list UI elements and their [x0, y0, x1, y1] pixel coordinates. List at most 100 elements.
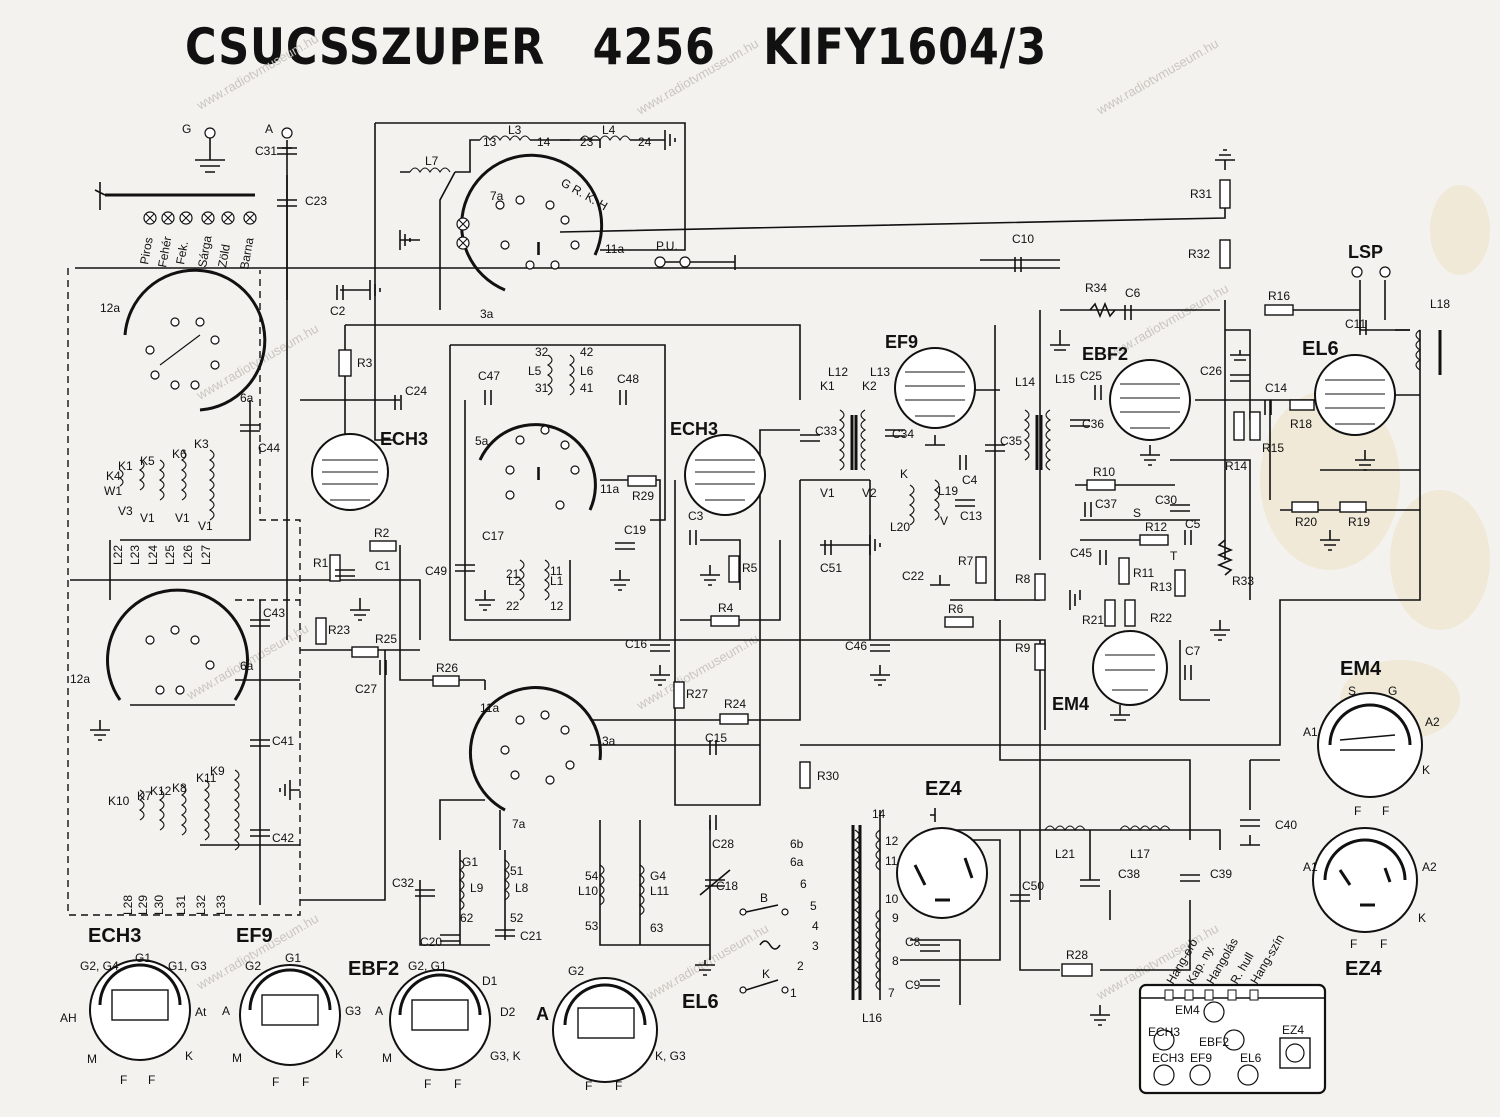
wave-switch-upper-left[interactable]: 12a 6a [100, 268, 267, 412]
switch-b-label: B [760, 891, 768, 905]
tube-ech3-1: ECH3 [311, 429, 428, 511]
svg-text:24: 24 [638, 135, 652, 149]
wave-switch-top-center[interactable]: I G R. K. H 7a 3a 11a [456, 153, 624, 321]
svg-text:L22: L22 [111, 545, 125, 565]
coil-bank-lower: K10 K7 K12 K8 K11 K9 L28 L29 L30 L31 L32… [108, 764, 240, 915]
svg-text:R9: R9 [1015, 641, 1031, 655]
svg-text:12a: 12a [70, 672, 90, 686]
svg-text:C45: C45 [1070, 546, 1092, 560]
tube-label: EL6 [1302, 338, 1339, 360]
svg-text:L5: L5 [528, 364, 542, 378]
band-label: Zöld [215, 243, 233, 268]
svg-text:5a: 5a [475, 434, 489, 448]
svg-text:C13: C13 [960, 509, 982, 523]
svg-text:F: F [120, 1073, 127, 1087]
svg-text:EF9: EF9 [1190, 1051, 1212, 1065]
wave-switch-lower-left[interactable]: 12a 6a [70, 588, 254, 701]
svg-text:C22: C22 [902, 569, 924, 583]
svg-text:11a: 11a [480, 701, 499, 715]
tube-label: ECH3 [380, 429, 428, 449]
svg-text:L14: L14 [1015, 375, 1035, 389]
band-label: Fehér [155, 235, 174, 268]
svg-text:R14: R14 [1225, 459, 1247, 473]
svg-text:L15: L15 [1055, 372, 1075, 386]
svg-text:ECH3: ECH3 [1152, 1051, 1184, 1065]
svg-text:L3: L3 [508, 123, 522, 137]
title-code: KIFY1604/3 [763, 18, 1048, 76]
svg-text:11: 11 [885, 854, 898, 868]
svg-text:1: 1 [790, 986, 797, 1000]
tube-label: ECH3 [670, 419, 718, 439]
svg-text:K1: K1 [820, 379, 835, 393]
svg-text:51: 51 [510, 864, 524, 878]
svg-text:11a: 11a [600, 482, 619, 496]
tube-ef9: EF9 [885, 332, 976, 429]
svg-text:C34: C34 [892, 427, 914, 441]
svg-text:R3: R3 [357, 356, 373, 370]
svg-text:R11: R11 [1133, 566, 1154, 580]
svg-text:EM4: EM4 [1340, 658, 1382, 680]
svg-text:C51: C51 [820, 561, 842, 575]
svg-text:A1: A1 [1303, 725, 1318, 739]
svg-text:R12: R12 [1145, 520, 1167, 534]
svg-text:R27: R27 [686, 687, 708, 701]
svg-text:C16: C16 [625, 637, 647, 651]
svg-text:C11: C11 [1345, 317, 1366, 331]
svg-text:4: 4 [812, 919, 819, 933]
wave-switch-center[interactable]: I 5a 11a [475, 423, 619, 511]
svg-text:G1, G3: G1, G3 [168, 959, 207, 973]
speaker-terminal[interactable] [1379, 266, 1391, 278]
svg-text:14: 14 [872, 807, 886, 821]
svg-text:C20: C20 [420, 935, 442, 949]
svg-text:7: 7 [888, 986, 895, 1000]
svg-text:K12: K12 [150, 784, 172, 798]
svg-text:A: A [222, 1004, 230, 1018]
svg-text:AH: AH [60, 1011, 77, 1025]
svg-text:S: S [1348, 684, 1356, 698]
svg-text:L29: L29 [136, 895, 150, 915]
svg-text:K: K [900, 467, 908, 481]
svg-text:F: F [1380, 937, 1387, 951]
tube-label: EM4 [1052, 694, 1089, 714]
svg-text:53: 53 [585, 919, 599, 933]
wave-switch-lower-center[interactable]: 11a 3a 7a [469, 686, 616, 831]
svg-text:31: 31 [535, 381, 549, 395]
svg-text:K9: K9 [210, 764, 225, 778]
svg-text:14: 14 [537, 135, 551, 149]
pinout-ebf2: EBF2 G2, G1 D1 A D2 M G3, K F F [348, 958, 521, 1091]
svg-text:S: S [1133, 506, 1141, 520]
svg-text:R1: R1 [313, 556, 329, 570]
svg-text:M: M [382, 1051, 392, 1065]
svg-text:R26: R26 [436, 661, 458, 675]
terminal-antenna[interactable] [281, 127, 293, 139]
svg-text:C24: C24 [405, 384, 427, 398]
pickup-terminal[interactable] [679, 256, 691, 268]
switch-k-label: K [762, 967, 770, 981]
svg-text:R15: R15 [1262, 441, 1284, 455]
switch-roman-label: I [536, 239, 541, 259]
terminal-ground[interactable] [204, 127, 216, 139]
svg-text:F: F [1354, 804, 1361, 818]
mains-switches[interactable]: B K [739, 891, 789, 994]
svg-text:C21: C21 [520, 929, 542, 943]
band-label: Sárga [195, 234, 214, 268]
svg-text:G2, G4: G2, G4 [80, 959, 119, 973]
svg-text:K2: K2 [862, 379, 877, 393]
svg-text:C19: C19 [624, 523, 646, 537]
svg-text:L33: L33 [214, 895, 228, 915]
svg-text:6: 6 [800, 877, 807, 891]
pickup-terminal[interactable] [654, 256, 666, 268]
svg-text:C37: C37 [1095, 497, 1117, 511]
svg-text:F: F [615, 1079, 622, 1093]
watermark-text: www.radiotvmuseum.hu [1093, 36, 1221, 118]
pinout-el6: G2 A K, G3 F F EL6 [536, 964, 719, 1093]
svg-text:R13: R13 [1150, 580, 1172, 594]
svg-text:L21: L21 [1055, 847, 1075, 861]
svg-text:V1: V1 [140, 511, 155, 525]
svg-text:K6: K6 [172, 447, 187, 461]
svg-text:C15: C15 [705, 731, 727, 745]
speaker-terminal[interactable] [1351, 266, 1363, 278]
svg-text:G: G [1388, 684, 1397, 698]
svg-text:3a: 3a [602, 734, 616, 748]
tube-ech3-2: ECH3 [670, 419, 766, 516]
